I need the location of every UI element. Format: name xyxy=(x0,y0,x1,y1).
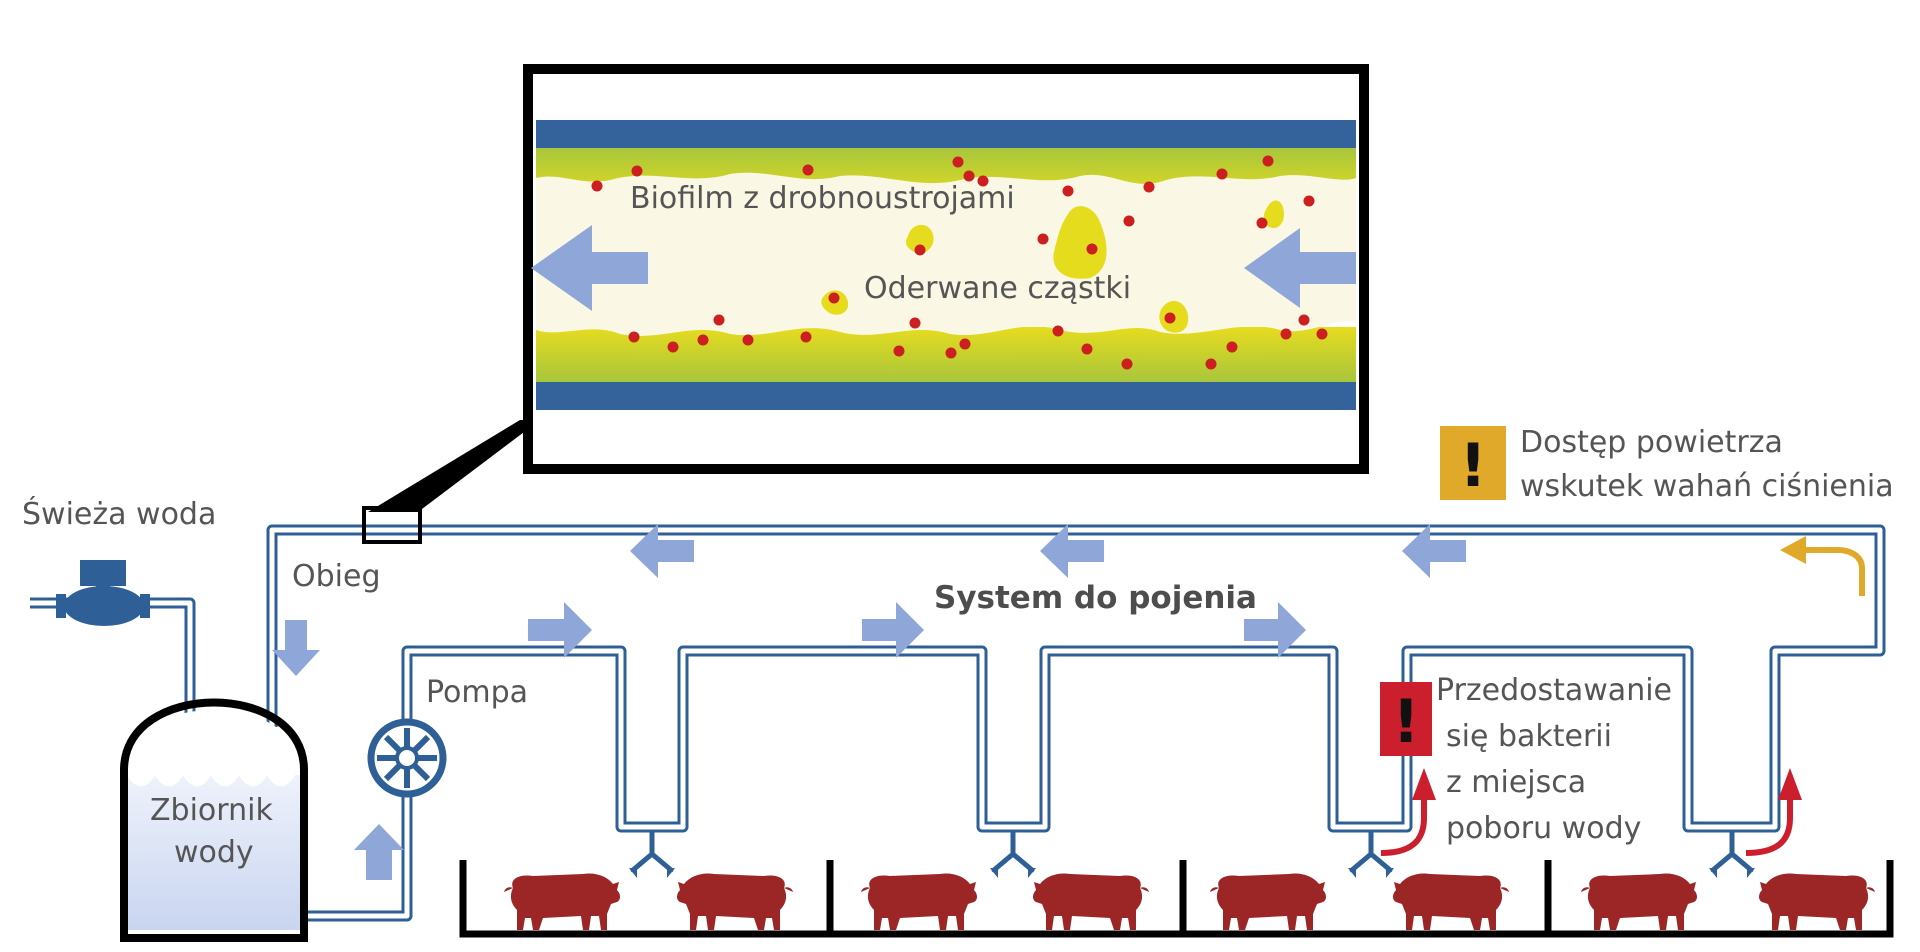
flow-arrow-left xyxy=(1402,524,1466,578)
pigs xyxy=(504,873,1875,930)
air-warning: ! Dostęp powietrza wskutek wahań ciśnien… xyxy=(1440,425,1894,504)
pipe-wall-top xyxy=(536,120,1356,148)
pig-icon xyxy=(504,873,620,930)
pipe-lumen xyxy=(536,172,1356,336)
flow-arrow-right xyxy=(862,602,924,658)
flow-arrow-right xyxy=(1244,602,1306,658)
inset-flow-arrow-right xyxy=(1244,228,1356,308)
tank-label-line1: Zbiornik xyxy=(150,793,273,828)
pump-icon xyxy=(367,718,447,798)
warning-icon-red xyxy=(1380,682,1432,756)
warning-glyph-red: ! xyxy=(1392,687,1419,757)
flow-arrow-down xyxy=(272,620,320,676)
fresh-water-label: Świeża woda xyxy=(22,495,216,532)
air-warning-line1: Dostęp powietrza xyxy=(1520,425,1783,460)
pump-label: Pompa xyxy=(426,675,528,710)
warning-icon-yellow xyxy=(1440,426,1506,500)
bacteria-warning: ! Przedostawanie się bakterii z miejsca … xyxy=(1380,673,1672,846)
inset-pointer xyxy=(368,420,540,512)
water-meter-icon xyxy=(56,560,150,626)
bacteria-warning-line1: Przedostawanie xyxy=(1436,673,1672,708)
pig-icon xyxy=(1393,873,1509,930)
pens xyxy=(459,860,1894,938)
flow-arrow-right xyxy=(528,602,592,658)
pig-icon xyxy=(1581,873,1697,930)
pig-icon xyxy=(677,873,793,930)
backflow-arrow xyxy=(1380,796,1427,856)
flow-arrow-left xyxy=(630,524,694,578)
bacteria-warning-line4: poboru wody xyxy=(1446,811,1641,846)
flow-arrow-up xyxy=(354,824,404,880)
pig-icon xyxy=(1033,873,1149,930)
particle xyxy=(1053,206,1107,279)
bacteria-warning-line3: z miejsca xyxy=(1446,765,1586,800)
air-flow-arrow xyxy=(1780,536,1865,596)
flow-arrow-left xyxy=(1040,524,1104,578)
circulation-label: Obieg xyxy=(292,559,381,594)
pig-icon xyxy=(1759,873,1875,930)
detached-particles xyxy=(821,200,1284,333)
inset-flow-arrow-left xyxy=(531,225,648,311)
tank-wall xyxy=(120,698,308,942)
nipple-drinker-icon xyxy=(629,832,675,878)
bacteria-warning-line2: się bakterii xyxy=(1446,719,1612,754)
biofilm-inset: Biofilm z drobnoustrojami Oderwane cząst… xyxy=(368,64,1369,512)
warning-glyph-yellow: ! xyxy=(1459,431,1486,501)
backflow-arrow xyxy=(1745,796,1793,856)
particles-label: Oderwane cząstki xyxy=(864,271,1131,306)
tank-label-line2: wody xyxy=(174,835,254,870)
pig-icon xyxy=(1210,873,1326,930)
particle xyxy=(906,224,934,254)
backflow-arrows xyxy=(1380,768,1802,856)
air-warning-line2: wskutek wahań ciśnienia xyxy=(1520,469,1894,504)
water-tank: Zbiornik wody xyxy=(120,698,308,942)
pipe-wall-bottom xyxy=(536,382,1356,410)
nipple-drinker-icon xyxy=(990,832,1036,878)
system-label: System do pojenia xyxy=(934,580,1257,616)
particle xyxy=(1263,200,1284,229)
tank-water xyxy=(127,775,300,930)
flow-arrows xyxy=(272,524,1466,880)
bacteria-dots xyxy=(591,155,1328,370)
biofilm-label: Biofilm z drobnoustrojami xyxy=(630,181,1015,216)
pig-icon xyxy=(861,873,977,930)
inset-locator-box xyxy=(362,506,422,544)
